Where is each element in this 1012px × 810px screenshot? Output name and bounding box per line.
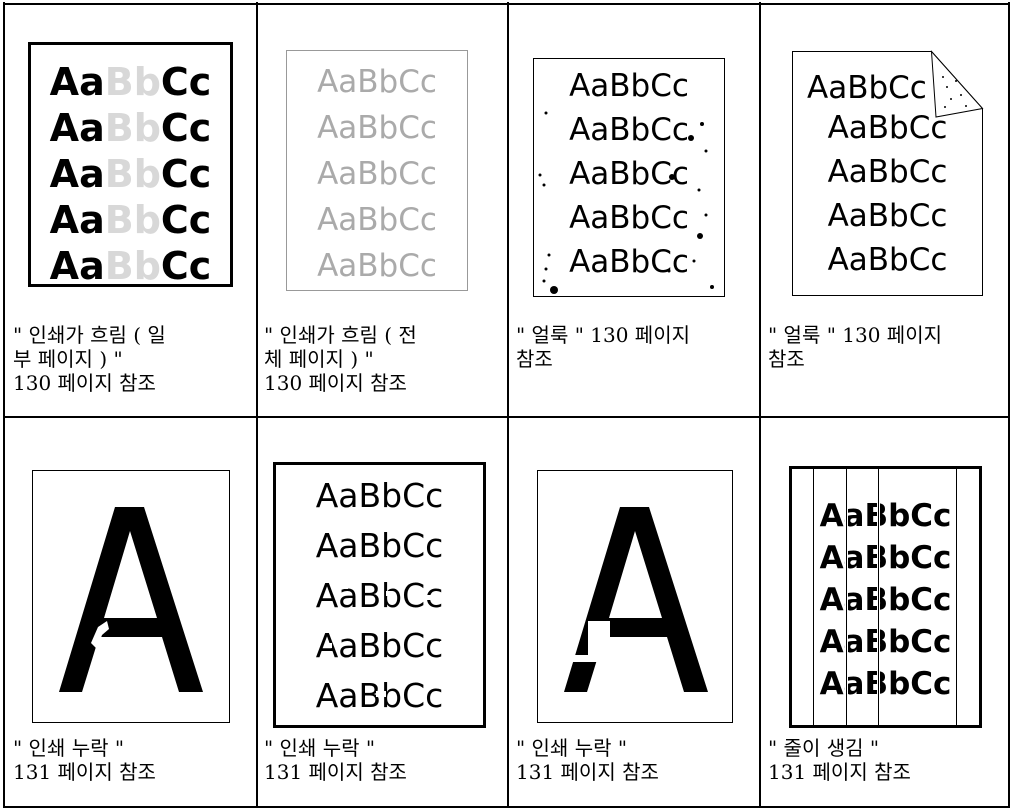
caption: " 인쇄 누락 " 131 페이지 참조 <box>13 736 156 784</box>
cell-dropout-a-broken: " 인쇄 누락 " 131 페이지 참조 <box>509 418 759 806</box>
sample-line: AaBbCc <box>793 245 982 276</box>
sample-line: AaBbCc <box>31 63 230 101</box>
cell-lines: AaBbCc AaBbCc AaBbCc AaBbCc AaBbCc " 줄이 … <box>761 418 1008 806</box>
sample-line: AaBbCc <box>31 201 230 239</box>
sample-line: AaBbCc <box>287 113 467 144</box>
sample-line: AaBbCc <box>287 67 467 98</box>
sample-line: AaBbCc <box>793 201 982 232</box>
table-border-bottom <box>3 806 1009 808</box>
large-letter-a-broken <box>538 471 734 724</box>
sample-page: AaBbCc AaBbCc AaBbCc AaBbCc AaBbCc <box>533 58 725 297</box>
vertical-streaks <box>792 469 979 725</box>
sample-page: AaBbCc AaBbCc AaBbCc AaBbCc AaBbCc <box>273 462 486 728</box>
large-letter-a <box>33 471 231 724</box>
cell-light-print-partial: AaBbCc AaBbCc AaBbCc AaBbCc AaBbCc " 인쇄가… <box>5 5 256 416</box>
sample-line: AaBbCc <box>287 251 467 282</box>
sample-page: AaBbCc AaBbCc AaBbCc AaBbCc AaBbCc <box>286 50 468 291</box>
sample-line: AaBbCc <box>793 113 982 144</box>
dropout-gaps <box>276 465 483 725</box>
caption: " 얼룩 " 130 페이지 참조 <box>768 323 942 371</box>
caption: " 얼룩 " 130 페이지 참조 <box>516 323 690 371</box>
sample-line: AaBbCc <box>287 159 467 190</box>
table-border-right <box>1008 2 1010 808</box>
sample-page: AaBbCc AaBbCc AaBbCc AaBbCc AaBbCc <box>28 42 233 287</box>
cell-dropout-text: AaBbCc AaBbCc AaBbCc AaBbCc AaBbCc <box>258 418 507 806</box>
sample-line: AaBbCc <box>31 109 230 147</box>
cell-dropout-a: " 인쇄 누락 " 131 페이지 참조 <box>5 418 256 806</box>
cell-specks-folded: AaBbCc AaBbCc AaBbCc AaBbCc AaBbCc " 얼룩 … <box>761 5 1008 416</box>
sample-line: AaBbCc <box>31 247 230 285</box>
cell-specks: AaBbCc AaBbCc AaBbCc AaBbCc AaBbCc <box>509 5 759 416</box>
caption: " 인쇄가 흐림 ( 일 부 페이지 ) " 130 페이지 참조 <box>13 323 166 395</box>
caption: " 줄이 생김 " 131 페이지 참조 <box>768 736 911 784</box>
sample-page: AaBbCc AaBbCc AaBbCc AaBbCc AaBbCc <box>789 466 982 728</box>
cell-light-print-entire: AaBbCc AaBbCc AaBbCc AaBbCc AaBbCc " 인쇄가… <box>258 5 507 416</box>
caption: " 인쇄 누락 " 131 페이지 참조 <box>516 736 659 784</box>
sample-page <box>537 470 733 723</box>
sample-page <box>32 470 230 723</box>
sample-line: AaBbCc <box>31 155 230 193</box>
toner-specks <box>534 59 726 298</box>
sample-line: AaBbCc <box>287 205 467 236</box>
sample-line: AaBbCc <box>793 157 982 188</box>
sample-line-clipped: AaBbCc <box>807 65 947 105</box>
caption: " 인쇄 누락 " 131 페이지 참조 <box>264 736 407 784</box>
caption: " 인쇄가 흐림 ( 전 체 페이지 ) " 130 페이지 참조 <box>264 323 417 395</box>
